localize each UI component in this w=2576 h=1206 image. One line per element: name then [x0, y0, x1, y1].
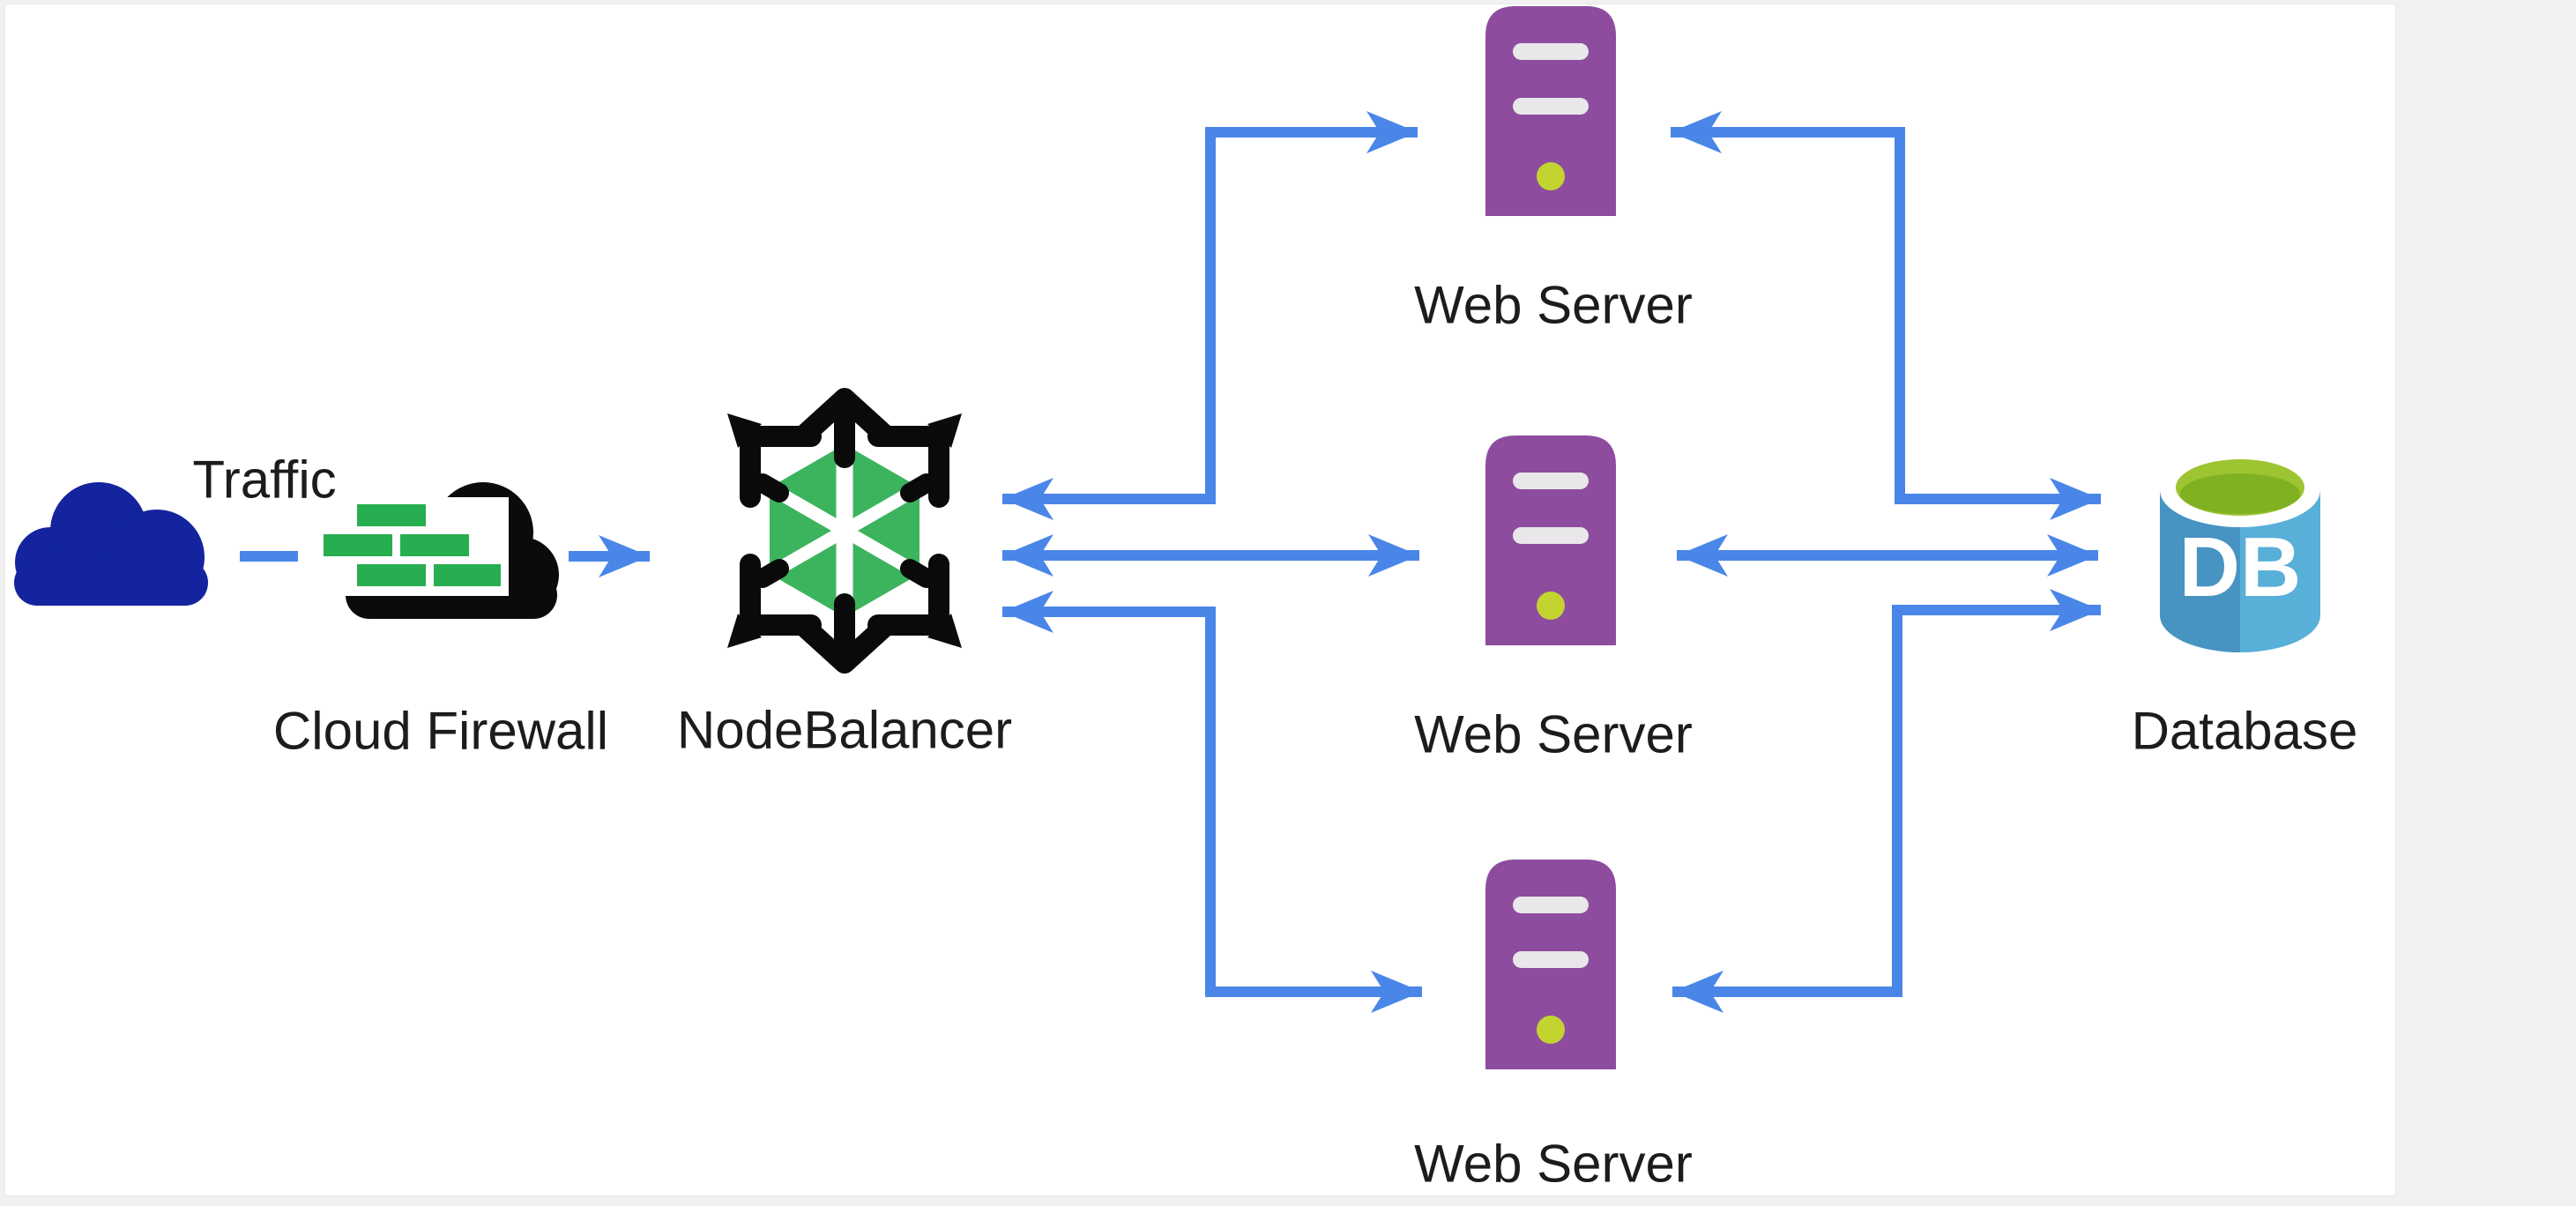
label-web-server-top: Web Server	[1414, 275, 1693, 335]
label-cloud-firewall: Cloud Firewall	[272, 701, 609, 761]
web-server-icon-bottom	[1485, 860, 1616, 1069]
nodebalancer-arrows	[727, 388, 962, 674]
label-traffic: Traffic	[192, 450, 337, 510]
connector-webserver1-database	[1671, 111, 2101, 520]
label-web-server-bottom: Web Server	[1414, 1134, 1693, 1194]
firewall-bricks	[324, 504, 501, 586]
web-server-icon-middle	[1485, 436, 1616, 645]
cloud-firewall-icon	[322, 482, 559, 619]
label-nodebalancer: NodeBalancer	[676, 700, 1013, 760]
connector-nodebalancer-webserver3	[1002, 591, 1422, 1013]
label-database: Database	[2131, 701, 2358, 761]
traffic-cloud-icon	[14, 482, 208, 606]
connector-webserver3-database	[1672, 589, 2101, 1013]
database-icon: DB	[2160, 453, 2320, 652]
nodebalancer-icon	[727, 388, 962, 674]
database-badge: DB	[2179, 520, 2302, 614]
connectors	[240, 111, 2101, 1013]
connector-nodebalancer-webserver1	[1002, 111, 1418, 520]
web-server-icon-top	[1485, 6, 1616, 216]
label-web-server-middle: Web Server	[1414, 704, 1693, 764]
